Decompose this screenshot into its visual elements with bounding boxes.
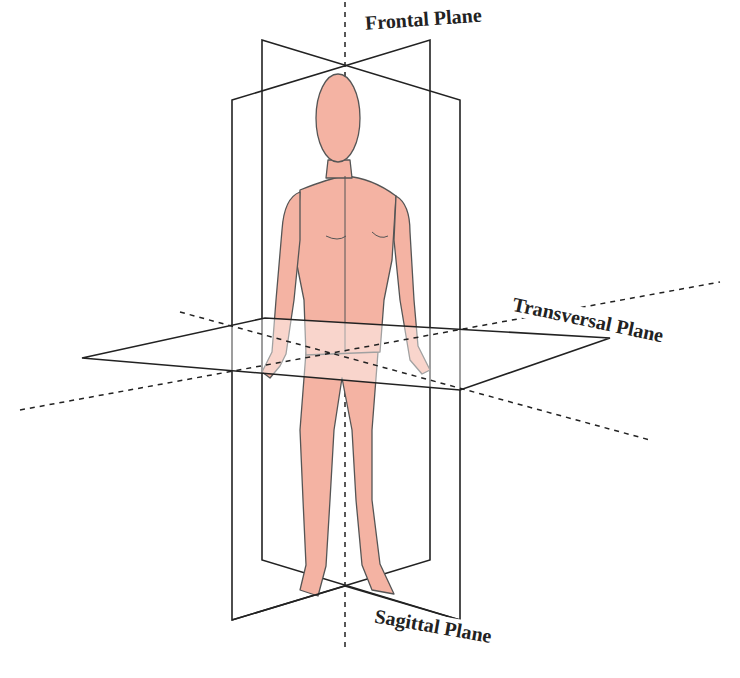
plane-label: Frontal Plane bbox=[361, 3, 485, 35]
horizontal-axis bbox=[180, 312, 650, 440]
plane-edge bbox=[232, 586, 345, 620]
transversal-plane bbox=[82, 318, 610, 390]
plane-wash bbox=[232, 40, 430, 380]
horizontal-axis bbox=[20, 282, 720, 410]
plane-label: Sagittal Plane bbox=[370, 604, 496, 648]
